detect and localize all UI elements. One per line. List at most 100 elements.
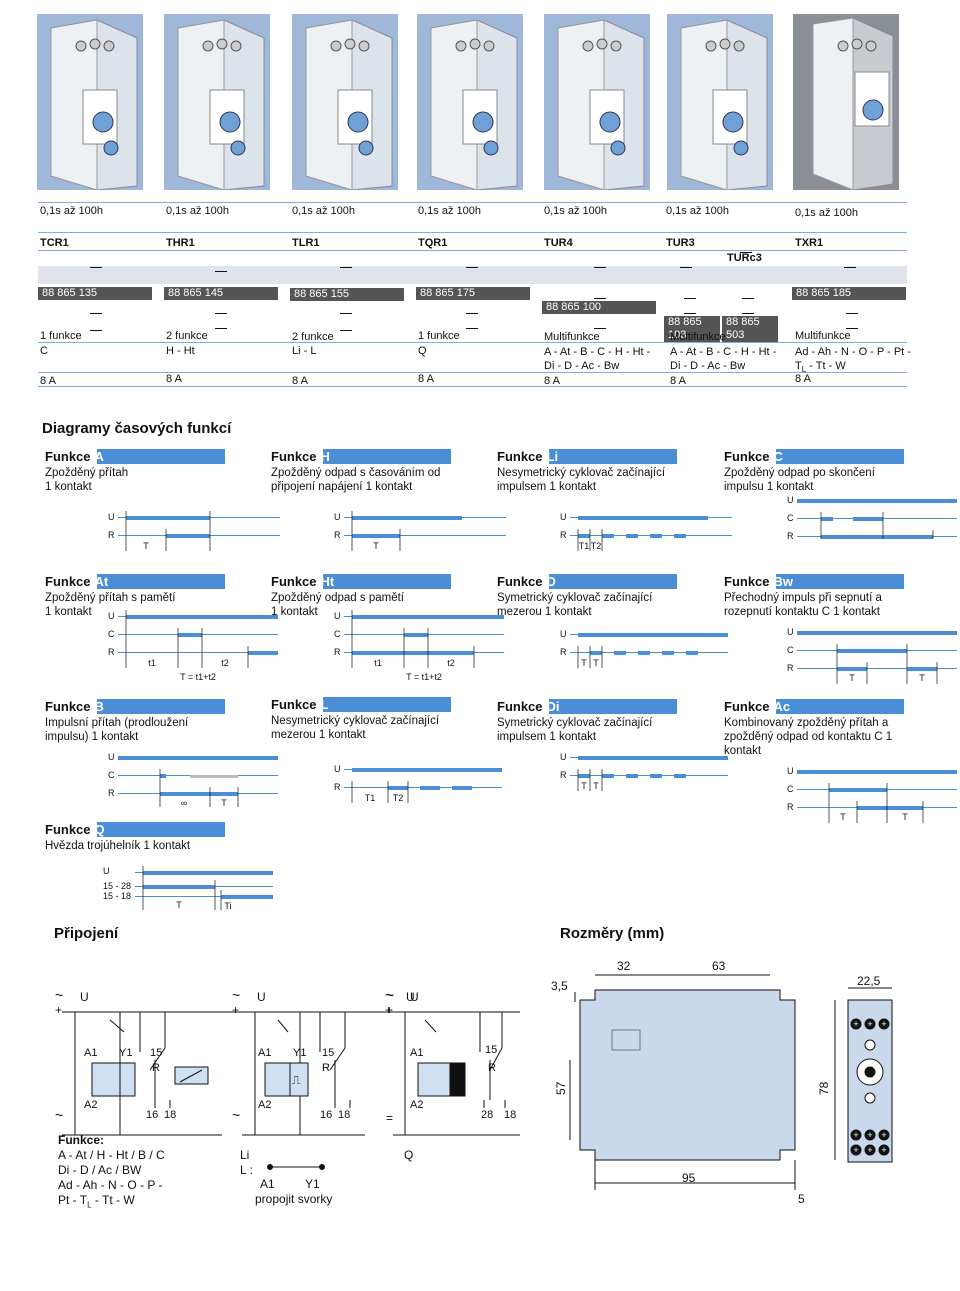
func-2: H - Ht xyxy=(166,345,195,357)
svg-text:U: U xyxy=(787,627,794,637)
funkce-word: Funkce xyxy=(724,699,770,714)
svg-text:+: + xyxy=(867,1019,872,1029)
svg-text:15: 15 xyxy=(485,1044,497,1056)
count-7: Multifunkce xyxy=(795,330,851,342)
svg-text:C: C xyxy=(787,513,794,523)
relay-photo xyxy=(37,14,143,191)
funkce-line-2: Di - D / Ac / BW xyxy=(58,1163,142,1177)
function-desc: Zpožděný odpad s časováním od připojení … xyxy=(271,467,441,493)
funkce-word: Funkce xyxy=(45,449,91,464)
svg-text:+: + xyxy=(881,1130,886,1140)
svg-text:22,5: 22,5 xyxy=(857,974,881,988)
func-3: Li - L xyxy=(292,345,317,357)
dash-mark xyxy=(742,290,754,308)
count-6: Multifunkce xyxy=(670,331,726,343)
code-7: 88 865 185 xyxy=(792,287,906,300)
svg-text:U: U xyxy=(80,990,89,1004)
current-6: 8 A xyxy=(670,375,686,387)
relay-icon xyxy=(292,14,398,191)
propojit-label: propojit svorky xyxy=(255,1192,333,1206)
dash-mark xyxy=(340,322,352,340)
function-header-bar xyxy=(97,699,225,714)
function-header-bar xyxy=(323,697,451,712)
func-7a: Ad - Ah - N - O - P - Pt - xyxy=(795,346,911,358)
svg-text:U: U xyxy=(108,611,115,621)
range-7: 0,1s až 100h xyxy=(795,207,858,219)
svg-text:U: U xyxy=(334,764,341,774)
svg-text:A1: A1 xyxy=(258,1047,271,1059)
function-desc: Hvězda trojúhelník 1 kontakt xyxy=(45,840,191,852)
svg-text:C: C xyxy=(787,784,794,794)
svg-text:A2: A2 xyxy=(410,1099,423,1111)
function-header-bar xyxy=(97,822,225,837)
relay-photo xyxy=(544,14,650,191)
row-rule xyxy=(38,202,907,203)
svg-text:=: = xyxy=(386,1111,393,1125)
dash-mark xyxy=(594,259,606,277)
svg-text:U: U xyxy=(334,611,341,621)
svg-text:+: + xyxy=(881,1019,886,1029)
model-6: TUR3 xyxy=(666,237,695,249)
funkce-line-4: Pt - TL - Tt - W xyxy=(58,1193,135,1210)
svg-text:R: R xyxy=(108,530,115,540)
relay-icon xyxy=(544,14,650,191)
svg-text:U: U xyxy=(410,990,419,1004)
svg-text:+: + xyxy=(853,1130,858,1140)
dash-mark xyxy=(215,263,227,281)
svg-text:A1: A1 xyxy=(410,1047,423,1059)
dash-mark xyxy=(466,320,478,338)
function-letter: Q xyxy=(94,822,105,837)
function-letter: A xyxy=(94,449,104,464)
svg-text:+: + xyxy=(867,1130,872,1140)
range-3: 0,1s až 100h xyxy=(292,205,355,217)
function-header-bar xyxy=(776,449,904,464)
function-letter: At xyxy=(94,574,109,589)
svg-text:T: T xyxy=(143,541,149,551)
model-5: TUR4 xyxy=(544,237,573,249)
svg-text:R: R xyxy=(108,788,115,798)
range-1: 0,1s až 100h xyxy=(40,205,103,217)
svg-text:R: R xyxy=(787,531,794,539)
svg-text:18: 18 xyxy=(504,1109,516,1121)
function-letter: H xyxy=(320,449,330,464)
svg-text:t1: t1 xyxy=(374,658,382,668)
svg-text:R: R xyxy=(322,1062,330,1074)
svg-text:+: + xyxy=(867,1145,872,1155)
relay-photo xyxy=(417,14,523,191)
timing-waveform: URT xyxy=(334,511,506,551)
grey-band xyxy=(38,266,907,284)
code-6a: 88 865 103 xyxy=(664,316,720,342)
dash-mark xyxy=(742,305,754,323)
connection-title: Připojení xyxy=(54,925,119,942)
svg-text:R: R xyxy=(108,647,115,657)
row-rule xyxy=(38,232,907,233)
dash-mark xyxy=(90,322,102,340)
svg-text:T1: T1 xyxy=(579,541,590,551)
dash-mark xyxy=(215,320,227,338)
svg-text:A2: A2 xyxy=(84,1099,97,1111)
current-4: 8 A xyxy=(418,373,434,385)
function-desc: Kombinovaný zpožděný přítah a zpožděný o… xyxy=(724,717,893,757)
model-1: TCR1 xyxy=(40,237,69,249)
svg-text:U: U xyxy=(560,752,567,762)
function-desc: Přechodný impuls při sepnutí a rozepnutí… xyxy=(724,592,882,618)
svg-text:U: U xyxy=(560,512,567,522)
svg-text:T: T xyxy=(902,812,908,822)
dimensions-title: Rozměry (mm) xyxy=(560,925,665,942)
svg-text:R: R xyxy=(560,530,567,540)
function-desc: Symetrický cyklovač začínající mezerou 1… xyxy=(497,592,653,618)
timing-waveform: URT xyxy=(108,511,280,551)
current-3: 8 A xyxy=(292,375,308,387)
diagrams-title: Diagramy časových funkcí xyxy=(42,420,232,437)
dash-mark xyxy=(90,305,102,323)
